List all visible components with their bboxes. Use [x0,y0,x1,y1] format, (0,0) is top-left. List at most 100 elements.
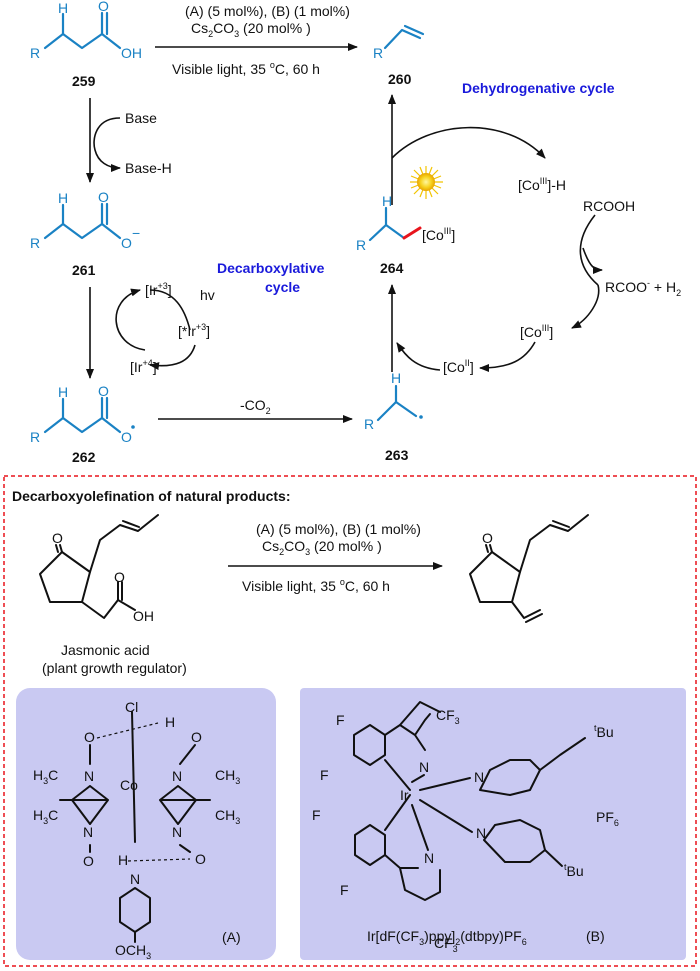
svg-text:R: R [30,45,40,61]
svg-text:N: N [474,769,484,785]
svg-text:Base: Base [125,110,157,126]
svg-text:N: N [172,768,182,784]
svg-text:hv: hv [200,287,215,303]
svg-text:O: O [83,853,94,869]
svg-text:H3C: H3C [33,767,58,786]
svg-text:H: H [58,384,68,400]
product-structure: O [469,514,589,623]
svg-text:O: O [121,235,132,251]
label-259: 259 [72,73,96,89]
svg-text:H3C: H3C [33,807,58,826]
svg-text:N: N [83,824,93,840]
svg-text:N: N [424,850,434,866]
svg-text:RCOOH: RCOOH [583,198,635,214]
svg-text:OH: OH [121,45,142,61]
svg-text:OH: OH [133,608,154,624]
svg-text:RCOO- + H2: RCOO- + H2 [605,278,681,298]
svg-text:H: H [391,370,401,386]
svg-text:O: O [84,729,95,745]
svg-text:F: F [340,882,349,898]
svg-text:[Ir+4]: [Ir+4] [130,358,157,375]
jasmonic-acid-structure: O O OH Jasmonic acid (plant growth regul… [39,514,187,676]
svg-text:tBu: tBu [564,862,584,879]
compound-262: H R O O 262 [30,383,135,465]
svg-text:O: O [98,189,109,205]
svg-text:Ir[dF(CF3)ppy]2(dtbpy)PF6: Ir[dF(CF3)ppy]2(dtbpy)PF6 [367,928,527,947]
iridium-photoredox-cycle: [Ir+3] hv [*Ir+3] [Ir+4] [86,281,215,379]
svg-text:Jasmonic acid: Jasmonic acid [61,642,150,658]
svg-text:Cl: Cl [125,699,138,715]
svg-text:Co: Co [120,777,138,793]
catalyst-b-structure: Ir CF3 CF3 tBu tBu F F F F N N N N PF6 I… [312,701,619,954]
svg-text:H: H [58,190,68,206]
cobalt-cycle-arcs [391,126,603,372]
svg-text:(A): (A) [222,929,241,945]
svg-text:O: O [121,429,132,445]
svg-text:Base-H: Base-H [125,160,172,176]
compound-264: H R [CoIII] 264 [356,193,455,276]
svg-text:(plant growth regulator): (plant growth regulator) [42,660,187,676]
catalyst-a-structure: Cl H O O N N Co N N O O H N H3C H3C CH3 … [33,699,241,961]
compound-261: H R O O − 261 [30,189,140,278]
svg-text:Cs2CO3 (20 mol% ): Cs2CO3 (20 mol% ) [191,20,311,39]
svg-text:N: N [476,825,486,841]
catalyst-b-panel [300,688,686,960]
svg-text:[CoIII]-H: [CoIII]-H [518,176,566,193]
dehydrogenative-cycle-label: Dehydrogenative cycle [462,80,615,96]
decarboxylative-cycle-label-1: Decarboxylative [217,260,325,276]
svg-text:R: R [356,237,366,253]
compound-259: H R O OH 259 [30,0,142,89]
deprotonation-arrow: Base Base-H [86,98,172,183]
svg-text:F: F [312,807,321,823]
svg-text:R: R [364,416,374,432]
label-263: 263 [385,447,409,463]
label-260: 260 [388,71,412,87]
svg-text:OCH3: OCH3 [115,942,151,961]
compound-263: H R 263 [364,370,423,463]
svg-text:Cs2CO3 (20 mol% ): Cs2CO3 (20 mol% ) [262,538,382,557]
svg-text:Visible light, 35 oC, 60 h: Visible light, 35 oC, 60 h [172,60,320,77]
svg-text:F: F [320,767,329,783]
svg-text:O: O [114,569,125,585]
svg-text:CF3: CF3 [434,935,458,954]
natural-product-arrow: (A) (5 mol%), (B) (1 mol%) Cs2CO3 (20 mo… [228,521,443,594]
svg-text:(B): (B) [586,928,605,944]
natural-products-box [3,475,697,967]
sun-icon [410,166,443,199]
svg-text:H: H [382,193,392,209]
svg-text:(A) (5 mol%), (B) (1 mol%): (A) (5 mol%), (B) (1 mol%) [185,3,350,19]
svg-text:N: N [130,871,140,887]
svg-text:Ir: Ir [400,787,409,803]
svg-text:[CoIII]: [CoIII] [520,323,553,340]
catalyst-a-panel [16,688,276,960]
svg-text:O: O [195,851,206,867]
svg-text:N: N [419,759,429,775]
main-reaction-arrow: (A) (5 mol%), (B) (1 mol%) Cs2CO3 (20 mo… [155,3,358,77]
svg-text:H: H [58,0,68,16]
svg-text:N: N [84,768,94,784]
svg-text:F: F [336,712,345,728]
svg-text:O: O [52,530,63,546]
svg-text:R: R [373,45,383,61]
svg-text:CF3: CF3 [436,707,460,726]
svg-text:H: H [165,714,175,730]
svg-text:O: O [191,729,202,745]
decarboxylative-cycle-label-2: cycle [265,279,300,295]
svg-text:-CO2: -CO2 [240,397,271,416]
label-262: 262 [72,449,96,465]
svg-text:(A) (5 mol%), (B) (1 mol%): (A) (5 mol%), (B) (1 mol%) [256,521,421,537]
svg-text:CH3: CH3 [215,807,240,826]
svg-text:[CoIII]: [CoIII] [422,226,455,243]
svg-text:R: R [30,429,40,445]
label-261: 261 [72,262,96,278]
svg-text:[*Ir+3]: [*Ir+3] [178,322,210,339]
label-264: 264 [380,260,404,276]
svg-text:[CoII]: [CoII] [443,358,474,375]
svg-text:H: H [118,852,128,868]
svg-text:O: O [98,0,109,14]
svg-text:N: N [172,824,182,840]
svg-text:CH3: CH3 [215,767,240,786]
svg-text:O: O [98,383,109,399]
svg-text:tBu: tBu [594,723,614,740]
